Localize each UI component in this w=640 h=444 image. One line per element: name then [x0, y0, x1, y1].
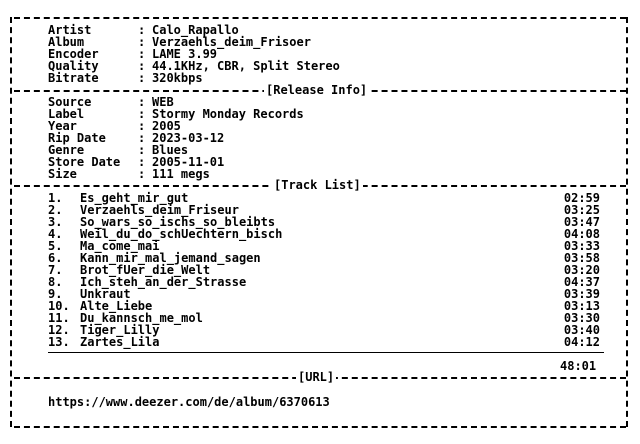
release-ripdate-row: Rip Date:2023-03-12 — [48, 131, 225, 145]
url-title: [URL] — [296, 370, 337, 384]
track-title: Brot_fUer_die_Welt — [80, 263, 211, 277]
track-duration: 03:30 — [563, 311, 600, 325]
header-label: Album — [48, 35, 85, 49]
track-row: 3. So_wars_so_ischs_so_bleibts 03:47 — [48, 216, 600, 228]
release-source-row: Source:WEB — [48, 95, 174, 109]
release-label: Genre — [48, 143, 85, 157]
release-label: Size — [48, 167, 77, 181]
release-value: Stormy Monday Records — [152, 107, 304, 121]
release-label: Store Date — [48, 155, 121, 169]
track-duration: 03:40 — [563, 323, 600, 337]
release-value: WEB — [152, 95, 174, 109]
header-encoder-row: Encoder:LAME 3.99 — [48, 47, 218, 61]
release-label: Year — [48, 119, 77, 133]
release-label: Label — [48, 107, 85, 121]
track-number: 8. — [48, 275, 63, 289]
track-row: 6. Kann_mir_mal_jemand_sagen 03:58 — [48, 252, 600, 264]
track-number: 2. — [48, 203, 63, 217]
track-number: 5. — [48, 239, 63, 253]
track-title: Es_geht_mir_gut — [80, 191, 189, 205]
track-number: 13. — [48, 335, 70, 349]
track-number: 9. — [48, 287, 63, 301]
track-row: 7. Brot_fUer_die_Welt 03:20 — [48, 264, 600, 276]
track-row: 10. Alte_Liebe 03:13 — [48, 300, 600, 312]
header-label: Quality — [48, 59, 99, 73]
release-size-row: Size:111 megs — [48, 167, 210, 181]
release-label-row: Label:Stormy Monday Records — [48, 107, 304, 121]
album-url: https://www.deezer.com/de/album/6370613 — [48, 395, 330, 409]
release-label: Source — [48, 95, 92, 109]
bottom-border — [14, 426, 626, 428]
track-duration: 03:25 — [563, 203, 600, 217]
track-duration: 03:20 — [563, 263, 600, 277]
header-label: Encoder — [48, 47, 99, 61]
header-bitrate-row: Bitrate:320kbps — [48, 71, 203, 85]
header-label: Bitrate — [48, 71, 99, 85]
track-row: 13. Zartes_Lila 04:12 — [48, 336, 600, 348]
release-info-title: [Release Info] — [264, 83, 370, 97]
header-value: 44.1KHz, CBR, Split Stereo — [152, 59, 340, 73]
header-artist-row: Artist:Calo_Rapallo — [48, 23, 239, 37]
total-duration: 48:01 — [560, 359, 597, 373]
track-duration: 03:58 — [563, 251, 600, 265]
track-duration: 04:12 — [563, 335, 600, 349]
track-title: Du_kannsch_me_mol — [80, 311, 203, 325]
track-list-title: [Track List] — [272, 178, 363, 192]
header-value: Verzaehls_deim_Frisoer — [152, 35, 311, 49]
release-value: 2023-03-12 — [152, 131, 225, 145]
left-border — [10, 17, 12, 427]
track-duration: 03:13 — [563, 299, 600, 313]
track-title: So_wars_so_ischs_so_bleibts — [80, 215, 276, 229]
track-row: 5. Ma_come_mai 03:33 — [48, 240, 600, 252]
release-storedate-row: Store Date:2005-11-01 — [48, 155, 225, 169]
track-duration: 03:33 — [563, 239, 600, 253]
track-title: Tiger_Lilly — [80, 323, 160, 337]
track-title: Verzaehls_deim_Friseur — [80, 203, 239, 217]
release-value: 2005-11-01 — [152, 155, 225, 169]
top-border — [14, 17, 626, 19]
total-rule — [48, 352, 604, 353]
track-row: 12. Tiger_Lilly 03:40 — [48, 324, 600, 336]
track-row: 9. Unkraut 03:39 — [48, 288, 600, 300]
header-album-row: Album:Verzaehls_deim_Frisoer — [48, 35, 311, 49]
track-duration: 04:37 — [563, 275, 600, 289]
track-duration: 02:59 — [563, 191, 600, 205]
track-number: 4. — [48, 227, 63, 241]
right-border — [626, 17, 628, 427]
track-row: 1. Es_geht_mir_gut 02:59 — [48, 192, 600, 204]
track-row: 2. Verzaehls_deim_Friseur 03:25 — [48, 204, 600, 216]
track-number: 12. — [48, 323, 70, 337]
track-number: 6. — [48, 251, 63, 265]
header-quality-row: Quality:44.1KHz, CBR, Split Stereo — [48, 59, 340, 73]
track-title: Weil_du_do_schUechtern_bisch — [80, 227, 283, 241]
track-row: 4. Weil_du_do_schUechtern_bisch 04:08 — [48, 228, 600, 240]
release-value: 111 megs — [152, 167, 210, 181]
release-value: Blues — [152, 143, 189, 157]
release-genre-row: Genre:Blues — [48, 143, 189, 157]
header-value: Calo_Rapallo — [152, 23, 239, 37]
track-title: Zartes_Lila — [80, 335, 160, 349]
track-row: 8. Ich_steh_an_der_Strasse 04:37 — [48, 276, 600, 288]
release-year-row: Year:2005 — [48, 119, 181, 133]
track-duration: 03:47 — [563, 215, 600, 229]
track-number: 1. — [48, 191, 63, 205]
track-number: 10. — [48, 299, 70, 313]
header-label: Artist — [48, 23, 92, 37]
header-value: 320kbps — [152, 71, 203, 85]
track-row: 11. Du_kannsch_me_mol 03:30 — [48, 312, 600, 324]
track-duration: 04:08 — [563, 227, 600, 241]
track-number: 7. — [48, 263, 63, 277]
track-number: 11. — [48, 311, 70, 325]
track-title: Ma_come_mai — [80, 239, 160, 253]
header-value: LAME 3.99 — [152, 47, 218, 61]
release-label: Rip Date — [48, 131, 106, 145]
track-title: Kann_mir_mal_jemand_sagen — [80, 251, 261, 265]
track-title: Unkraut — [80, 287, 131, 301]
track-title: Ich_steh_an_der_Strasse — [80, 275, 247, 289]
track-title: Alte_Liebe — [80, 299, 153, 313]
track-number: 3. — [48, 215, 63, 229]
release-value: 2005 — [152, 119, 181, 133]
track-duration: 03:39 — [563, 287, 600, 301]
